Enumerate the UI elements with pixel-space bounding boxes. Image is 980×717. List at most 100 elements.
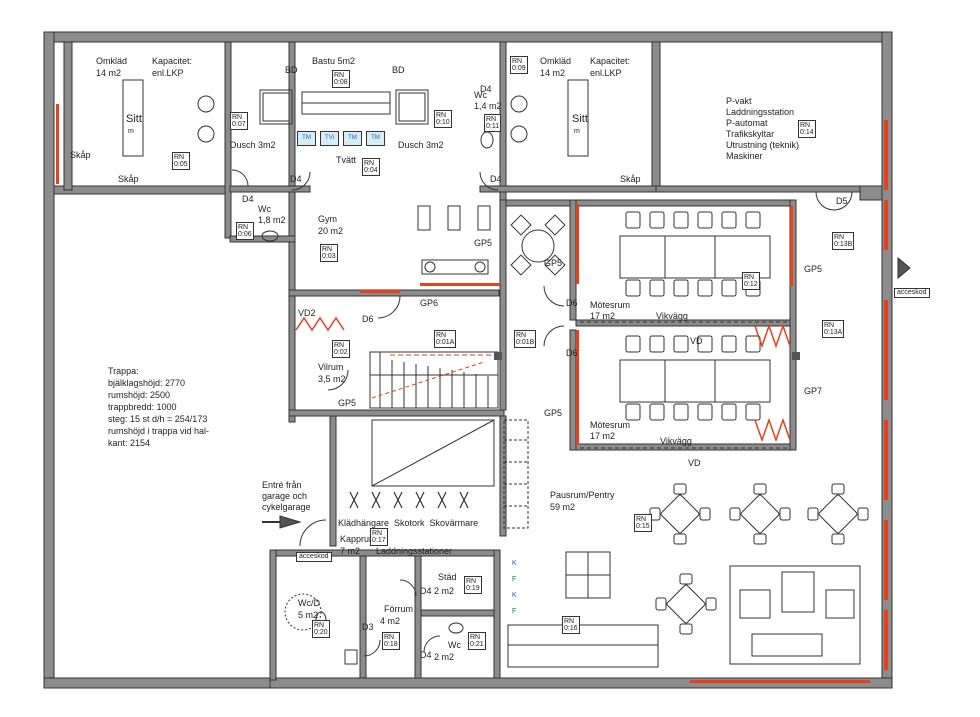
benches	[122, 79, 589, 157]
chair	[745, 211, 761, 229]
stair	[369, 351, 499, 409]
omklad-left-area: 14 m2	[96, 68, 122, 78]
trappa-note-4: trappbredd: 1000	[108, 402, 177, 412]
chair	[697, 211, 713, 229]
pausrum-area: 59 m2	[550, 502, 576, 512]
omklad-right-area: 14 m2	[540, 68, 566, 78]
kapprum-area: 7 m2	[340, 546, 361, 556]
dusch-right: Dusch 3m2	[398, 140, 444, 150]
omklad-right-capval: enl.LKP	[590, 68, 622, 78]
chair	[649, 211, 665, 229]
vd-2: VD	[688, 458, 701, 468]
chair	[625, 211, 641, 229]
outer-walls	[43, 31, 893, 689]
chair	[649, 279, 665, 297]
wcd-name: Wc/D	[298, 598, 320, 608]
chair	[745, 403, 761, 421]
chair	[697, 403, 713, 421]
wc-bottom-area: 2 m2	[434, 652, 455, 662]
chair	[673, 335, 689, 353]
pvakt-line-3: P-automat	[726, 118, 768, 128]
chair	[673, 279, 689, 297]
pausrum-name: Pausrum/Pentry	[550, 490, 615, 500]
cafe-chair	[807, 507, 819, 521]
door-gp6: GP6	[420, 298, 439, 308]
chair	[625, 279, 641, 297]
meeting-chairs	[625, 211, 761, 421]
vikvagg-2: Vikvägg	[660, 436, 692, 446]
entre-line-1: Entré från	[262, 480, 302, 490]
chair	[697, 335, 713, 353]
pillars	[494, 352, 800, 360]
cafe-chair	[779, 507, 791, 521]
kladhangare-label: Klädhängare Skotork Skovärmare	[338, 518, 479, 528]
gym-equipment	[417, 205, 491, 275]
chair	[625, 403, 641, 421]
pentry-furniture	[507, 551, 861, 668]
tm-box-2: TM	[343, 131, 362, 146]
cafe-chair	[831, 533, 845, 545]
entre-line-2: garage och	[262, 491, 308, 501]
cafe-tables	[649, 483, 869, 635]
entre-line-3: cykelgarage	[262, 502, 311, 512]
cafe-chair	[753, 533, 767, 545]
entry-arrow	[262, 256, 911, 529]
forrum-area: 4 m2	[380, 616, 401, 626]
cafe-table	[660, 494, 700, 534]
gym-area: 20 m2	[318, 226, 344, 236]
cafe-table	[666, 584, 706, 624]
bd-left: BD	[285, 65, 298, 75]
cafe-chair	[673, 483, 687, 495]
omklad-left-name: Omkläd	[96, 56, 128, 66]
door-vd2: VD2	[298, 308, 316, 318]
round-table	[510, 214, 566, 276]
chair	[673, 211, 689, 229]
door-gp5-b: GP5	[544, 258, 563, 268]
pvakt-line-1: P-vakt	[726, 96, 752, 106]
kf-2: F	[512, 576, 517, 583]
cafe-table	[818, 494, 858, 534]
sitt-right: Sitt	[572, 113, 588, 125]
kf-4: F	[512, 608, 517, 615]
door-gp5-d: GP5	[338, 398, 357, 408]
acceskod-right: acceskod	[894, 288, 930, 298]
cafe-chair	[753, 483, 767, 495]
skap-right: Skåp	[620, 174, 641, 184]
sitt-right-sub: m	[574, 128, 580, 135]
lower-stair	[371, 419, 529, 529]
cafe-chair	[679, 573, 693, 585]
chair	[673, 403, 689, 421]
chair	[745, 335, 761, 353]
kapprum-name: Kapprum	[340, 534, 377, 544]
stad-area: 2 m2	[434, 586, 455, 596]
vilrum-area: 3,5 m2	[318, 374, 346, 384]
chair	[721, 279, 737, 297]
cafe-table	[740, 494, 780, 534]
cafe-chair	[679, 623, 693, 635]
cafe-chair	[831, 483, 845, 495]
chair	[625, 335, 641, 353]
tvatt-label: Tvätt	[336, 155, 357, 165]
acceskod-entry: acceskod	[296, 552, 332, 562]
chair	[721, 403, 737, 421]
door-d4-c: D4	[480, 84, 492, 94]
chair	[649, 335, 665, 353]
wc-left-name: Wc	[258, 204, 271, 214]
